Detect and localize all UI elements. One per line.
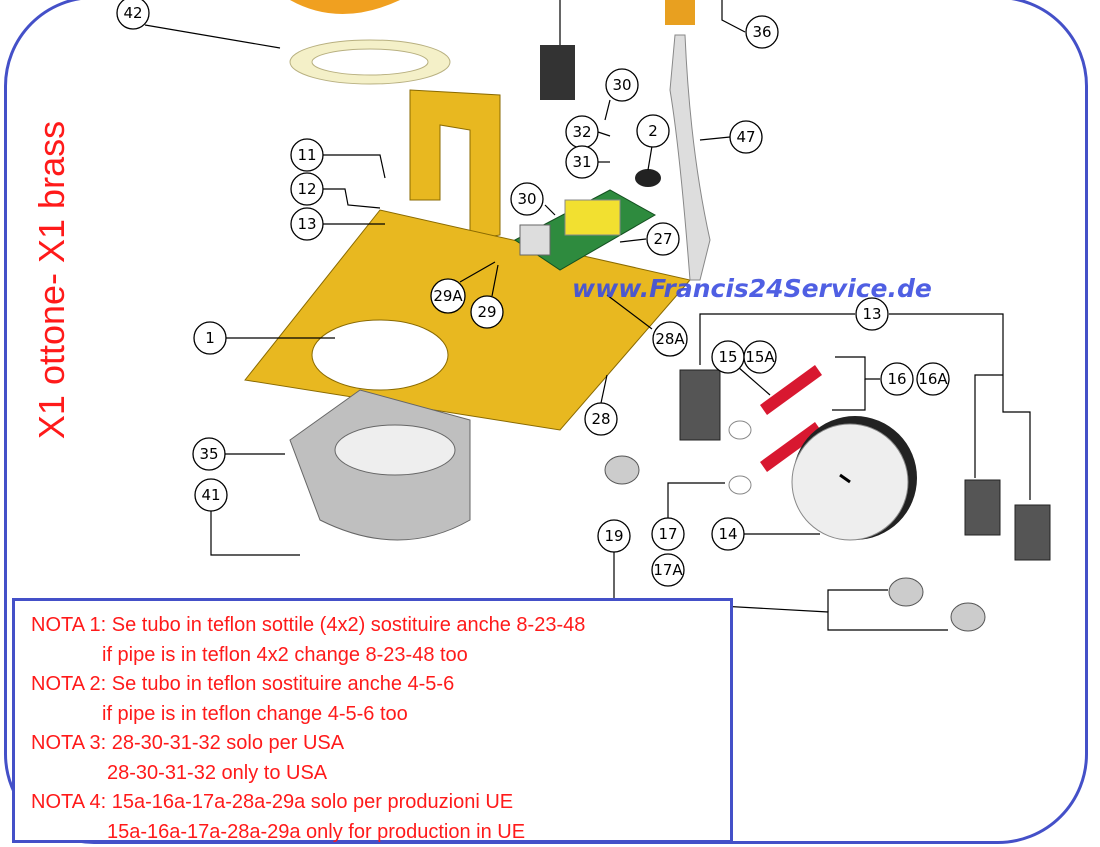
callout-15a: 15A (743, 340, 777, 374)
callout-41: 41 (194, 478, 228, 512)
svg-text:31: 31 (572, 153, 591, 171)
callout-1: 1 (193, 321, 227, 355)
watermark-url: www.Francis24Service.de (572, 274, 932, 303)
model-title: X1 ottone- X1 brass (31, 120, 72, 440)
callout-29: 29 (470, 295, 504, 329)
callout-16: 16 (880, 362, 914, 396)
svg-text:15: 15 (718, 348, 737, 366)
callout-12: 12 (290, 172, 324, 206)
svg-text:13: 13 (862, 305, 881, 323)
callout-17a: 17A (651, 553, 685, 587)
callout-13: 13 (290, 207, 324, 241)
svg-text:29A: 29A (433, 287, 463, 305)
svg-text:11: 11 (297, 146, 316, 164)
svg-text:14: 14 (718, 525, 737, 543)
svg-text:12: 12 (297, 180, 316, 198)
boiler-top-part (289, 0, 451, 85)
switch-part (679, 369, 1051, 561)
note-2-label: NOTA 2: Se tubo in teflon sostituire anc… (31, 673, 455, 695)
leader-lines (144, 0, 1031, 631)
callout-17: 17 (651, 517, 685, 551)
svg-text:47: 47 (736, 128, 755, 146)
callout-31: 31 (565, 145, 599, 179)
callout-28: 28 (584, 402, 618, 436)
relay-part (540, 45, 575, 100)
svg-text:30: 30 (612, 76, 631, 94)
svg-text:19: 19 (604, 527, 623, 545)
callout-35: 35 (192, 437, 226, 471)
brass-bracket-plate (244, 89, 691, 431)
svg-text:35: 35 (199, 445, 218, 463)
svg-text:13: 13 (297, 215, 316, 233)
callout-13: 13 (855, 297, 889, 331)
svg-text:17A: 17A (653, 561, 683, 579)
svg-text:27: 27 (653, 230, 672, 248)
svg-text:36: 36 (752, 23, 771, 41)
note-3-translation: 28-30-31-32 only to USA (107, 761, 328, 784)
svg-text:42: 42 (123, 4, 142, 22)
callout-2: 2 (636, 114, 670, 148)
callout-30: 30 (605, 68, 639, 102)
svg-text:32: 32 (572, 123, 591, 141)
callout-42: 42 (116, 0, 150, 30)
callout-11: 11 (290, 138, 324, 172)
callout-14: 14 (711, 517, 745, 551)
pressure-gauge (791, 416, 917, 541)
fuse-holders (760, 365, 822, 472)
callout-28a: 28A (652, 321, 688, 357)
svg-text:15A: 15A (745, 348, 775, 366)
callout-27: 27 (646, 222, 680, 256)
note-4-translation: 15a-16a-17a-28a-29a only for production … (107, 820, 526, 843)
fitting-part (665, 0, 695, 25)
svg-text:17: 17 (658, 525, 677, 543)
callout-29a: 29A (430, 278, 466, 314)
svg-text:16A: 16A (918, 370, 948, 388)
svg-text:41: 41 (201, 486, 220, 504)
note-4-label: NOTA 4: 15a-16a-17a-28a-29a solo per pro… (31, 791, 514, 813)
svg-text:28A: 28A (655, 330, 685, 348)
notes-box: NOTA 1: Se tubo in teflon sottile (4x2) … (12, 598, 733, 843)
callout-36: 36 (745, 15, 779, 49)
callout-30: 30 (510, 182, 544, 216)
note-1-label: NOTA 1: Se tubo in teflon sottile (4x2) … (31, 614, 586, 636)
circuit-board (514, 189, 657, 271)
note-1-translation: if pipe is in teflon 4x2 change 8-23-48 … (102, 643, 468, 666)
svg-text:28: 28 (591, 410, 610, 428)
svg-text:2: 2 (648, 122, 658, 140)
callout-15: 15 (711, 340, 745, 374)
teflon-pipe (669, 34, 711, 281)
note-3-label: NOTA 3: 28-30-31-32 solo per USA (31, 732, 345, 754)
svg-text:29: 29 (477, 303, 496, 321)
svg-text:16: 16 (887, 370, 906, 388)
note-2-translation: if pipe is in teflon change 4-5-6 too (102, 702, 408, 725)
grommet-part (635, 169, 661, 187)
callout-19: 19 (597, 519, 631, 553)
svg-text:30: 30 (517, 190, 536, 208)
fan-shroud (289, 389, 471, 541)
washers (604, 420, 986, 632)
svg-text:1: 1 (205, 329, 215, 347)
callout-16a: 16A (916, 362, 950, 396)
callout-47: 47 (729, 120, 763, 154)
